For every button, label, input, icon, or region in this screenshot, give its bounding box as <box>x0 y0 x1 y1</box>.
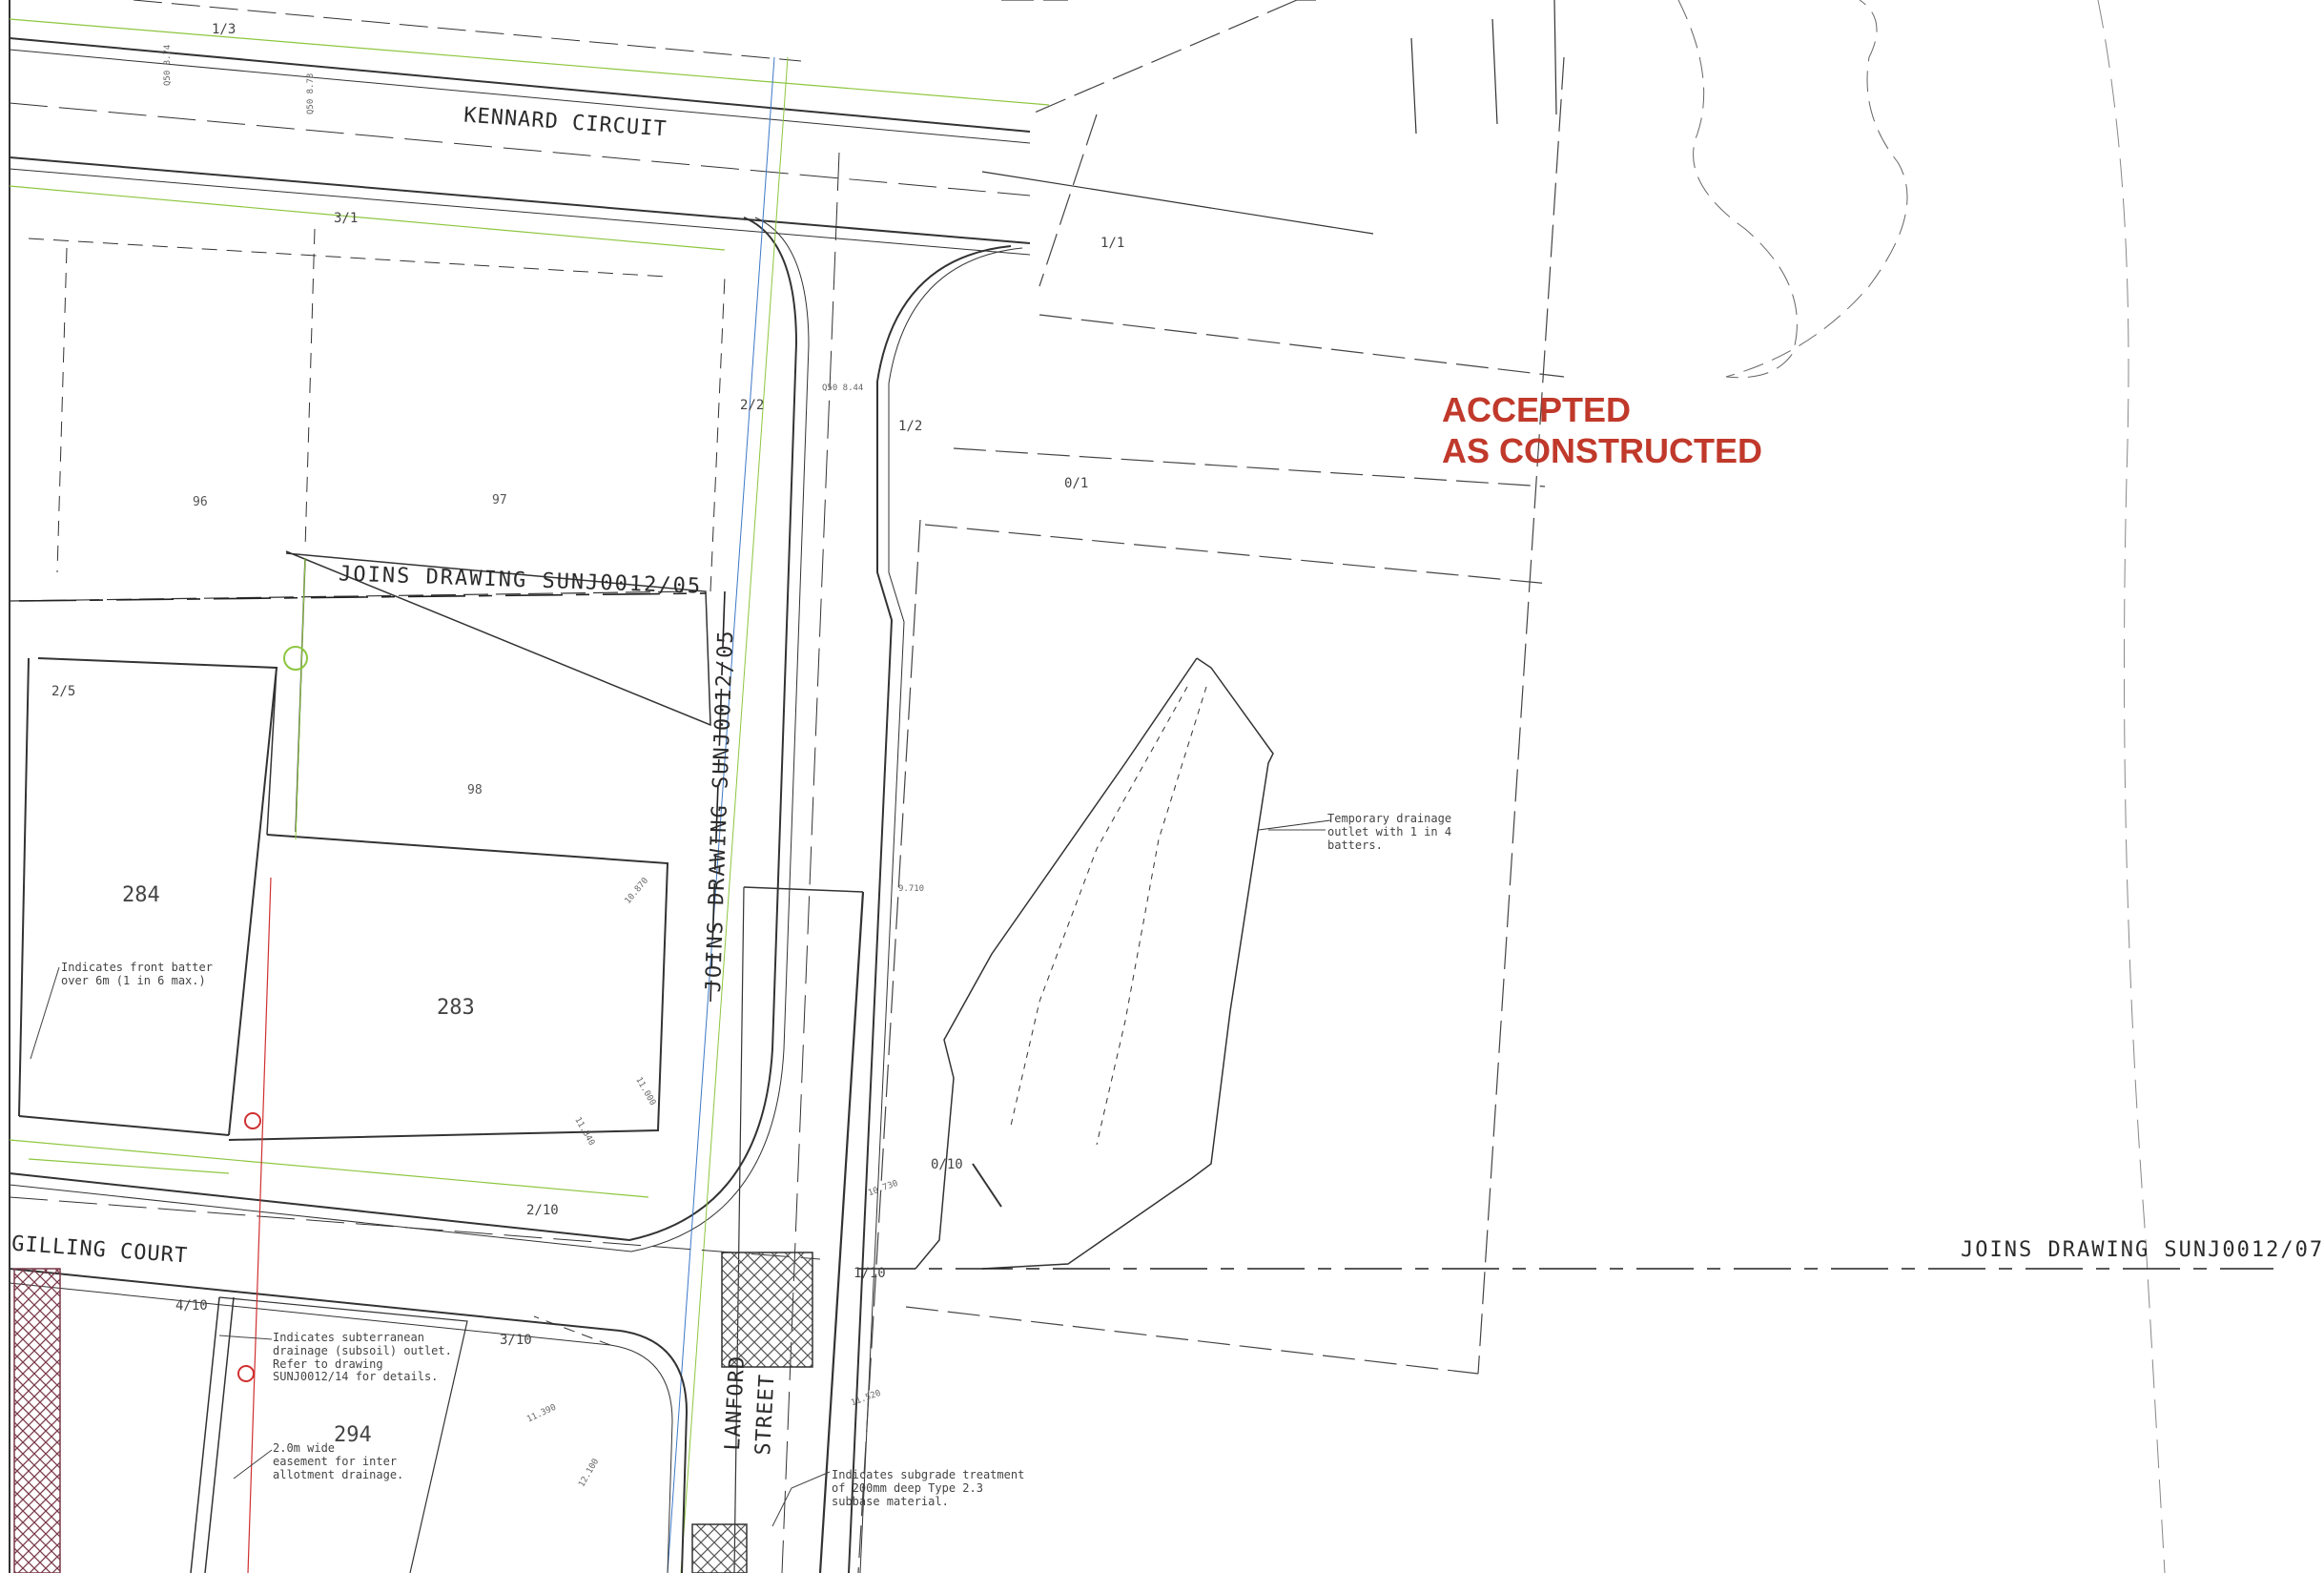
edge-line-a <box>1410 37 1417 135</box>
lot-number-294: 294 <box>334 1423 372 1447</box>
gilling-court-road <box>9 1139 821 1573</box>
point-3-1: 3/1 <box>334 211 359 226</box>
point-0-10: 0/10 <box>931 1157 963 1172</box>
lot-number-96: 96 <box>193 495 208 509</box>
point-1-3: 1/3 <box>212 22 237 37</box>
accepted-as-constructed-stamp: ACCEPTED AS CONSTRUCTED <box>1442 389 1762 471</box>
note-front-batter: Indicates front batter over 6m (1 in 6 m… <box>61 961 213 987</box>
lanford-street-road <box>9 56 1023 1573</box>
temporary-drainage-outlet <box>915 657 1331 1270</box>
point-1-10: 1/10 <box>854 1266 886 1281</box>
match-line-sunj0012-05-horizontal <box>18 592 707 602</box>
stamp-line-1: ACCEPTED <box>1442 390 1632 429</box>
kennard-extension-line <box>981 171 1374 235</box>
note-easement: 2.0m wide easement for inter allotment d… <box>273 1441 404 1481</box>
parcel-boundaries-east <box>857 0 1565 1573</box>
pit-level-2: Q50 8.73 <box>306 72 316 114</box>
contour-natural-ground <box>1677 0 1908 379</box>
match-line-sunj0012-05-vertical <box>710 590 726 1003</box>
lot-number-283: 283 <box>437 996 475 1020</box>
point-1-2: 1/2 <box>898 419 923 434</box>
point-0-1: 0/1 <box>1064 476 1089 491</box>
point-2-2: 2/2 <box>740 398 765 413</box>
note-leaders <box>30 829 1326 1527</box>
lot-number-97: 97 <box>492 493 507 507</box>
point-2-10: 2/10 <box>526 1203 559 1218</box>
note-temporary-drainage-outlet: Temporary drainage outlet with 1 in 4 ba… <box>1327 812 1452 852</box>
note-subsoil-outlet: Indicates subterranean drainage (subsoil… <box>273 1331 452 1384</box>
note-subgrade-treatment: Indicates subgrade treatment of 200mm de… <box>832 1468 1025 1508</box>
lot-number-284: 284 <box>122 883 160 907</box>
easement-hatch <box>13 1268 61 1573</box>
road-name-street: STREET <box>751 1373 780 1457</box>
point-2-5: 2/5 <box>51 684 76 699</box>
edge-line-b <box>1491 18 1498 125</box>
subgrade-treatment-hatch-lower <box>691 1523 748 1573</box>
stormwater-pit-marker <box>283 646 308 671</box>
subsoil-outlet-marker <box>244 1112 261 1129</box>
joins-drawing-07: JOINS DRAWING SUNJ0012/07 <box>1961 1238 2324 1262</box>
pit-level-3: Q50 8.44 <box>822 383 864 393</box>
kennard-circuit-road <box>9 0 1050 256</box>
point-3-10: 3/10 <box>500 1333 532 1348</box>
lot-boundaries <box>9 228 726 1573</box>
subsoil-drain-line <box>247 877 272 1573</box>
stamp-line-2: AS CONSTRUCTED <box>1442 431 1763 471</box>
subgrade-treatment-hatch <box>721 1252 813 1368</box>
point-1-1: 1/1 <box>1100 236 1125 251</box>
lot-number-98: 98 <box>467 783 483 797</box>
level-9710: 9.710 <box>898 884 925 894</box>
point-4-10: 4/10 <box>175 1298 208 1314</box>
road-name-lanford: LANFORD <box>721 1355 751 1452</box>
pit-level-1: Q50 8.74 <box>163 44 173 86</box>
subsoil-outlet-marker-lower <box>237 1365 255 1382</box>
civil-plan-drawing <box>9 0 2273 1573</box>
edge-line-c <box>1553 0 1557 115</box>
contour-far-east <box>2097 0 2166 1573</box>
